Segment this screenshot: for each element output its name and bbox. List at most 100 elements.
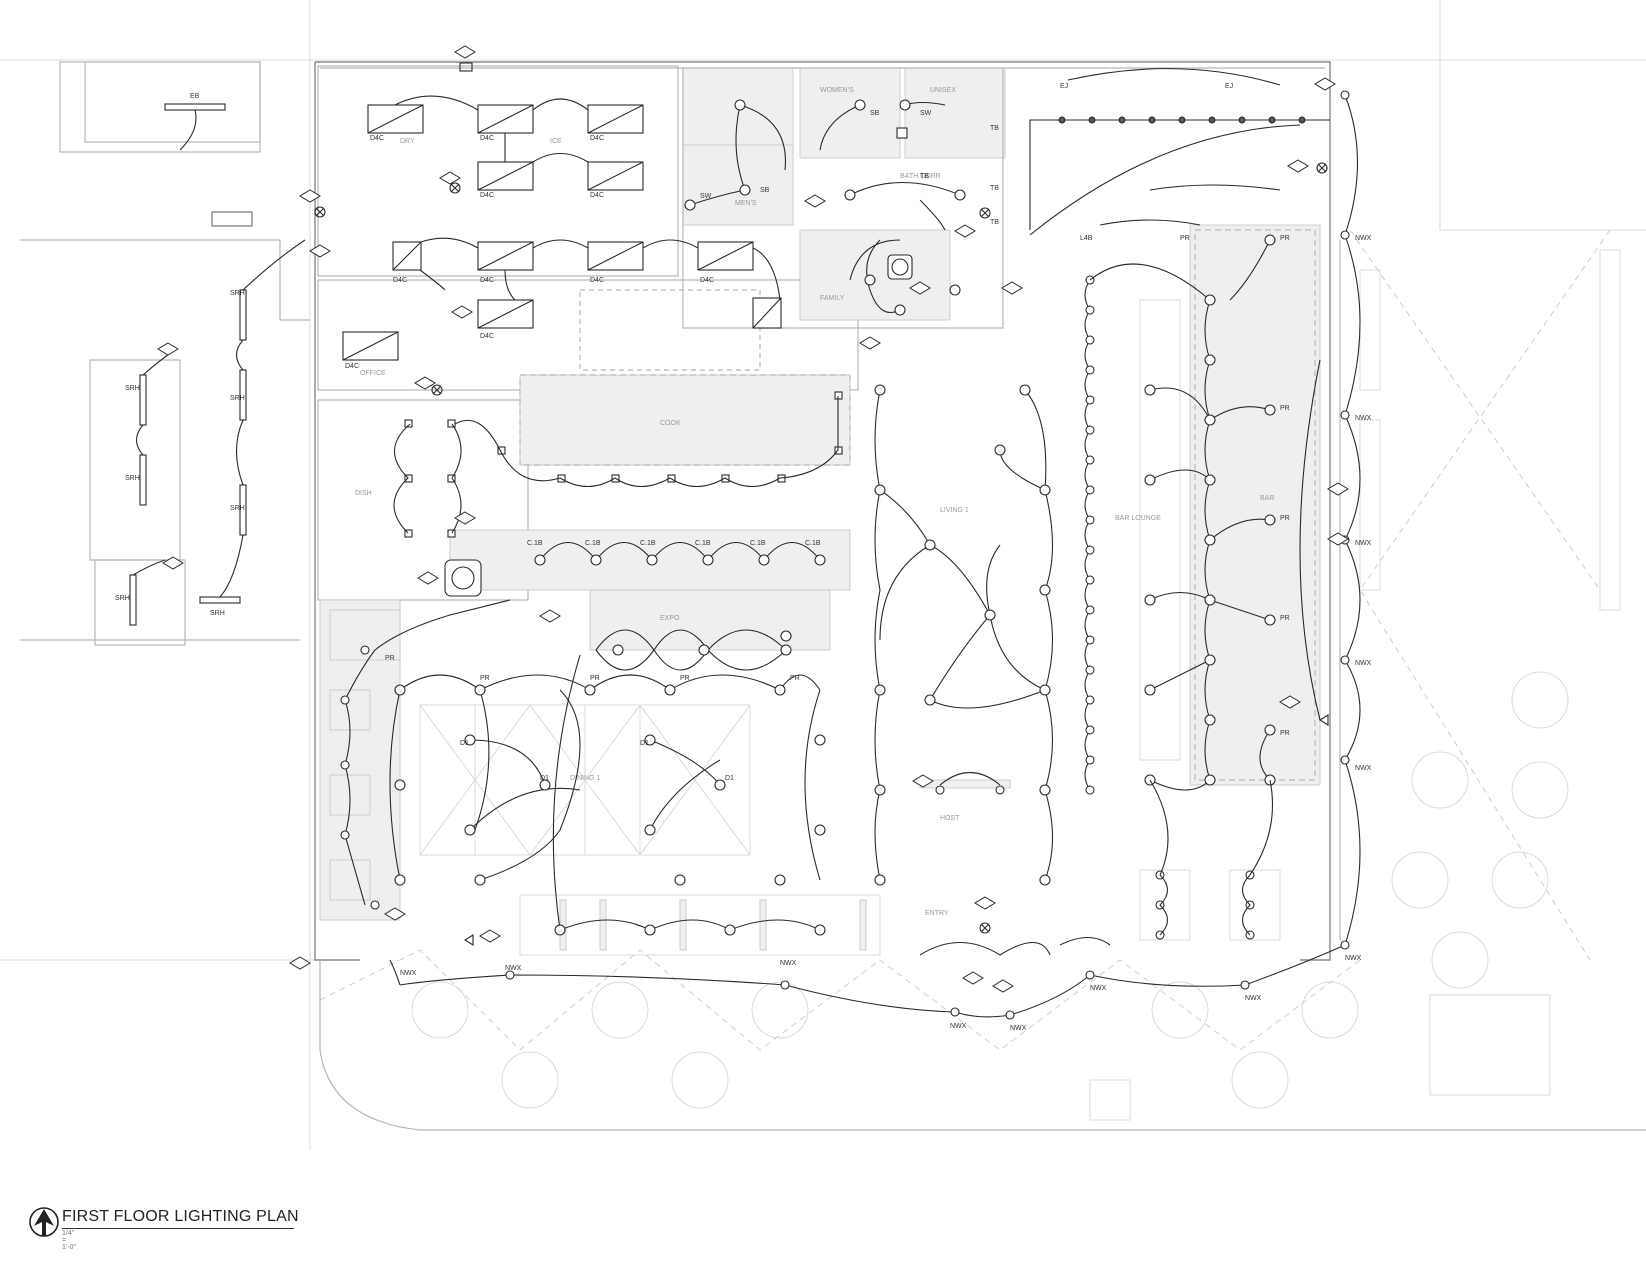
svg-text:SRH: SRH [115,595,130,602]
svg-text:SRH: SRH [125,475,140,482]
kitchen-troffer-fixtures [342,95,843,538]
svg-text:NWX: NWX [1355,660,1372,667]
svg-text:NWX: NWX [505,965,522,972]
svg-text:NWX: NWX [1245,995,1262,1002]
svg-text:PR: PR [480,675,490,682]
svg-text:DRY: DRY [400,138,415,145]
svg-text:D4C: D4C [480,135,494,142]
svg-text:EB: EB [190,93,200,100]
svg-text:D4C: D4C [480,333,494,340]
svg-text:ICE: ICE [550,138,562,145]
svg-text:HOST: HOST [940,815,960,822]
svg-text:FAMILY: FAMILY [820,295,845,302]
svg-text:D4C: D4C [480,277,494,284]
north-arrow-icon [29,1207,59,1237]
svg-text:BATH CORR: BATH CORR [900,173,941,180]
svg-text:PR: PR [680,675,690,682]
drawing-scale: 1/4" = 1'-0" [62,1230,76,1251]
dining-circuits [340,599,826,936]
svg-text:D1: D1 [540,775,549,782]
emergency-symbols [314,62,1329,946]
svg-text:WOMEN'S: WOMEN'S [820,87,854,94]
svg-text:UNISEX: UNISEX [930,87,956,94]
svg-text:PR: PR [1280,515,1290,522]
svg-text:C.1B: C.1B [695,540,711,547]
title-underline [62,1228,294,1229]
svg-text:D4C: D4C [590,192,604,199]
svg-text:EJ: EJ [1225,83,1233,90]
svg-text:TB: TB [990,219,999,226]
svg-text:D4C: D4C [700,277,714,284]
svg-text:D1: D1 [460,740,469,747]
svg-text:NWX: NWX [950,1023,967,1030]
center-circuits [874,384,1054,886]
svg-text:SW: SW [920,110,932,117]
drawing-title: FIRST FLOOR LIGHTING PLAN [62,1208,299,1225]
svg-text:D4C: D4C [590,277,604,284]
room-labels: COOK EXPO LIVING 1 BAR LOUNGE BAR DINING… [355,87,1274,917]
svg-text:NWX: NWX [1090,985,1107,992]
bar-pendants [1144,234,1321,940]
annex-fixtures [129,103,306,626]
svg-text:TB: TB [990,125,999,132]
svg-text:D4C: D4C [480,192,494,199]
svg-text:EXPO: EXPO [660,615,680,622]
svg-text:PR: PR [1280,235,1290,242]
lounge-chain [1084,263,1211,795]
svg-text:PR: PR [1280,730,1290,737]
svg-text:NWX: NWX [1010,1025,1027,1032]
svg-text:C.1B: C.1B [527,540,543,547]
svg-text:D1: D1 [725,775,734,782]
svg-text:D4C: D4C [393,277,407,284]
svg-text:EJ: EJ [1060,83,1068,90]
svg-text:SRH: SRH [210,610,225,617]
svg-text:MEN'S: MEN'S [735,200,757,207]
svg-text:C.1B: C.1B [585,540,601,547]
svg-text:COOK: COOK [660,420,681,427]
svg-text:BAR LOUNGE: BAR LOUNGE [1115,515,1161,522]
svg-text:DISH: DISH [355,490,372,497]
svg-text:NWX: NWX [1355,540,1372,547]
restroom-circuits [684,68,1330,316]
svg-text:SRH: SRH [125,385,140,392]
svg-text:SRH: SRH [230,395,245,402]
svg-text:SRH: SRH [230,505,245,512]
svg-text:TB: TB [920,173,929,180]
svg-text:C.1B: C.1B [640,540,656,547]
architectural-background [0,0,1646,1150]
svg-text:PR: PR [1280,405,1290,412]
svg-text:PR: PR [790,675,800,682]
svg-text:SB: SB [760,187,770,194]
keynote-tags [157,45,1349,993]
svg-text:D4C: D4C [345,363,359,370]
svg-text:D4C: D4C [590,135,604,142]
svg-text:BAR: BAR [1260,495,1274,502]
svg-text:L4B: L4B [1080,235,1093,242]
expo-pendants [444,542,826,671]
svg-text:C.1B: C.1B [750,540,766,547]
svg-text:SW: SW [700,193,712,200]
svg-text:PR: PR [590,675,600,682]
svg-text:D1: D1 [640,740,649,747]
svg-text:OFFICE: OFFICE [360,370,386,377]
svg-text:NWX: NWX [780,960,797,967]
svg-text:SRH: SRH [230,290,245,297]
kitchen-small-fixtures [404,391,843,538]
svg-text:ENTRY: ENTRY [925,910,949,917]
svg-text:NWX: NWX [1355,235,1372,242]
svg-text:TB: TB [990,185,999,192]
fixture-type-labels: D4C D4C D4C D4C D4C D4C D4C D4C D4C D4C D4C S… [115,83,1372,1032]
svg-text:DINING 1: DINING 1 [570,775,600,782]
svg-text:C.1B: C.1B [805,540,821,547]
svg-text:NWX: NWX [1355,765,1372,772]
svg-text:PR: PR [1180,235,1190,242]
svg-text:NWX: NWX [1355,415,1372,422]
svg-text:SB: SB [870,110,880,117]
svg-text:D4C: D4C [370,135,384,142]
svg-text:PR: PR [1280,615,1290,622]
svg-text:NWX: NWX [1345,955,1362,962]
svg-text:PR: PR [385,655,395,662]
perimeter-loop [389,90,1361,1020]
svg-text:LIVING 1: LIVING 1 [940,507,969,514]
